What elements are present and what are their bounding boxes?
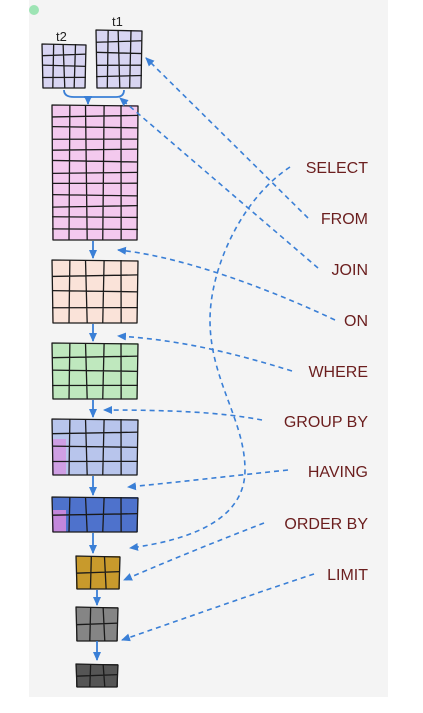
grid-lines [51,418,139,476]
grid-lines [41,43,87,89]
flow-arrows [84,96,101,661]
having-result-grid [51,496,139,533]
order-by-result-grid [75,555,121,590]
final-result-grid [75,663,119,688]
pointer-having [127,469,289,491]
grid-border [51,418,139,476]
grid-accent [52,439,66,475]
label-having: HAVING [308,464,368,481]
grid-border [51,104,139,241]
grid-lines [51,104,139,241]
join-bracket [63,89,125,104]
clause-labels: SELECT FROM JOIN ON WHERE GROUP BY HAVIN… [284,160,369,584]
grid-border [51,496,139,533]
grid-border [51,342,139,400]
pointer-where [117,332,293,372]
where-result-grid [51,342,139,400]
table-label-t1: t1 [112,14,123,29]
grid-lines [75,555,121,590]
label-from: FROM [321,211,368,228]
grid-border [41,43,87,89]
grid-lines [75,606,119,642]
grid-lines [51,496,139,533]
grid-border [75,606,119,642]
limit-result-grid [75,606,119,642]
grid-lines [75,663,119,688]
joined-table-grid [51,104,139,241]
table-t2-grid [41,43,87,89]
grid-lines [51,259,139,324]
label-join: JOIN [332,262,368,279]
on-result-grid [51,259,139,324]
grid-border [75,663,119,688]
pointer-limit [121,573,315,642]
label-limit: LIMIT [327,567,368,584]
status-dot [29,5,39,15]
pointer-group-by [103,406,263,421]
table-label-t2: t2 [56,29,67,44]
grid-border [75,555,121,590]
group-by-result-grid [51,418,139,476]
grid-lines [51,342,139,400]
label-on: ON [344,313,368,330]
pointer-select [129,166,291,551]
grid-lines [95,29,143,89]
pointer-from [145,57,309,219]
clause-pointers [103,57,336,642]
pointer-order-by [123,522,265,581]
pointer-on [117,246,336,321]
pointer-join [119,97,319,269]
label-select: SELECT [306,160,368,177]
grid-accent [52,510,66,532]
label-order-by: ORDER BY [284,516,368,533]
table-t1-grid [95,29,143,89]
grid-border [51,259,139,324]
label-where: WHERE [308,364,368,381]
label-group-by: GROUP BY [284,414,369,431]
grid-border [95,29,143,89]
